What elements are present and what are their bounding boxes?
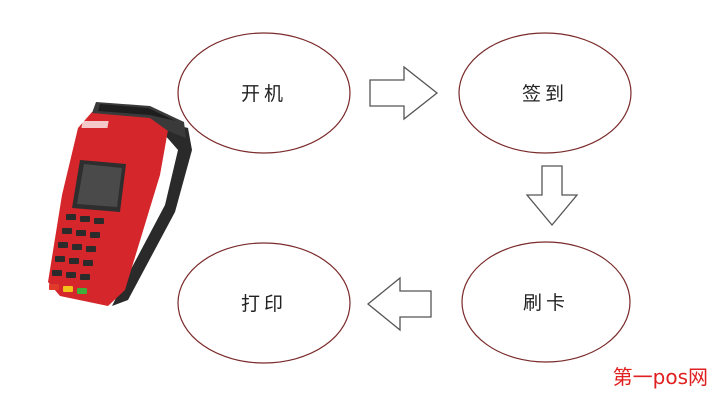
- pos-terminal-icon: [48, 102, 192, 306]
- arrow-left-icon: [366, 276, 432, 332]
- node-power-on-label: 开机: [241, 83, 287, 105]
- node-print-ellipse: [177, 242, 351, 364]
- node-swipe-card-ellipse: [461, 241, 631, 363]
- node-power-on-ellipse: [177, 32, 351, 154]
- watermark: 第一pos网: [612, 365, 708, 389]
- node-sign-in-ellipse: [458, 32, 632, 154]
- arrow-right-icon: [369, 65, 439, 121]
- node-print-label: 打印: [241, 293, 287, 315]
- arrow-down-icon: [525, 165, 579, 227]
- node-sign-in-label: 签到: [522, 83, 568, 105]
- node-swipe-card-label: 刷卡: [523, 292, 569, 314]
